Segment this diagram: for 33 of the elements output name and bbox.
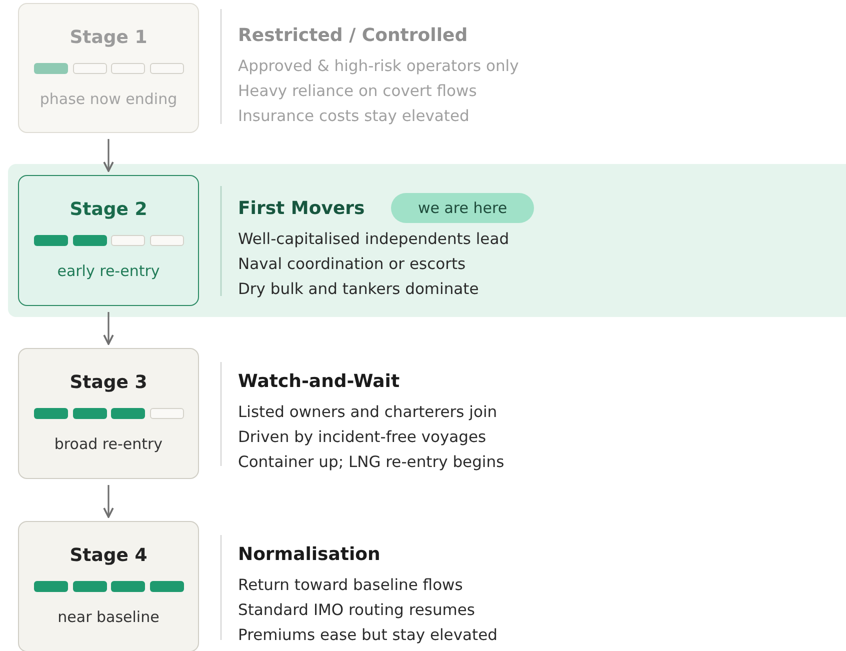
stage-status: phase now ending [38, 90, 178, 108]
stage-note: Dry bulk and tankers dominate [238, 280, 479, 298]
stage-note: Container up; LNG re-entry begins [238, 453, 504, 471]
stage-card [18, 521, 199, 651]
stage-note: Naval coordination or escorts [238, 255, 466, 273]
stage-note: Return toward baseline flows [238, 576, 463, 594]
stage-note: Standard IMO routing resumes [238, 601, 476, 619]
highlight-band [8, 164, 846, 317]
stage-heading: First Movers [238, 198, 365, 219]
stage-note: Approved & high-risk operators only [238, 57, 519, 75]
stage-card [18, 175, 199, 306]
arrow [103, 139, 114, 172]
stage-title: Stage 3 [68, 372, 148, 393]
stage-status: near baseline [56, 608, 160, 626]
arrow [103, 485, 114, 518]
status-pill: we are here [391, 193, 534, 223]
stage-status: early re-entry [56, 262, 161, 280]
stage-title: Stage 1 [68, 27, 148, 48]
stage-note: Well-capitalised independents lead [238, 230, 510, 248]
stage-card [18, 348, 199, 479]
stage-note: Premiums ease but stay elevated [238, 626, 498, 644]
stage-card [18, 3, 199, 133]
stage-title: Stage 2 [68, 199, 148, 220]
stage-heading: Watch-and-Wait [238, 371, 400, 392]
stage-title: Stage 4 [68, 545, 148, 566]
stage-note: Driven by incident-free voyages [238, 428, 486, 446]
stage-note: Listed owners and charterers join [238, 403, 498, 421]
stage-note: Insurance costs stay elevated [238, 107, 470, 125]
stage-status: broad re-entry [53, 435, 164, 453]
arrow [103, 312, 114, 345]
stage-heading: Restricted / Controlled [238, 25, 468, 46]
stage-note: Heavy reliance on covert flows [238, 82, 477, 100]
stage-heading: Normalisation [238, 544, 380, 565]
